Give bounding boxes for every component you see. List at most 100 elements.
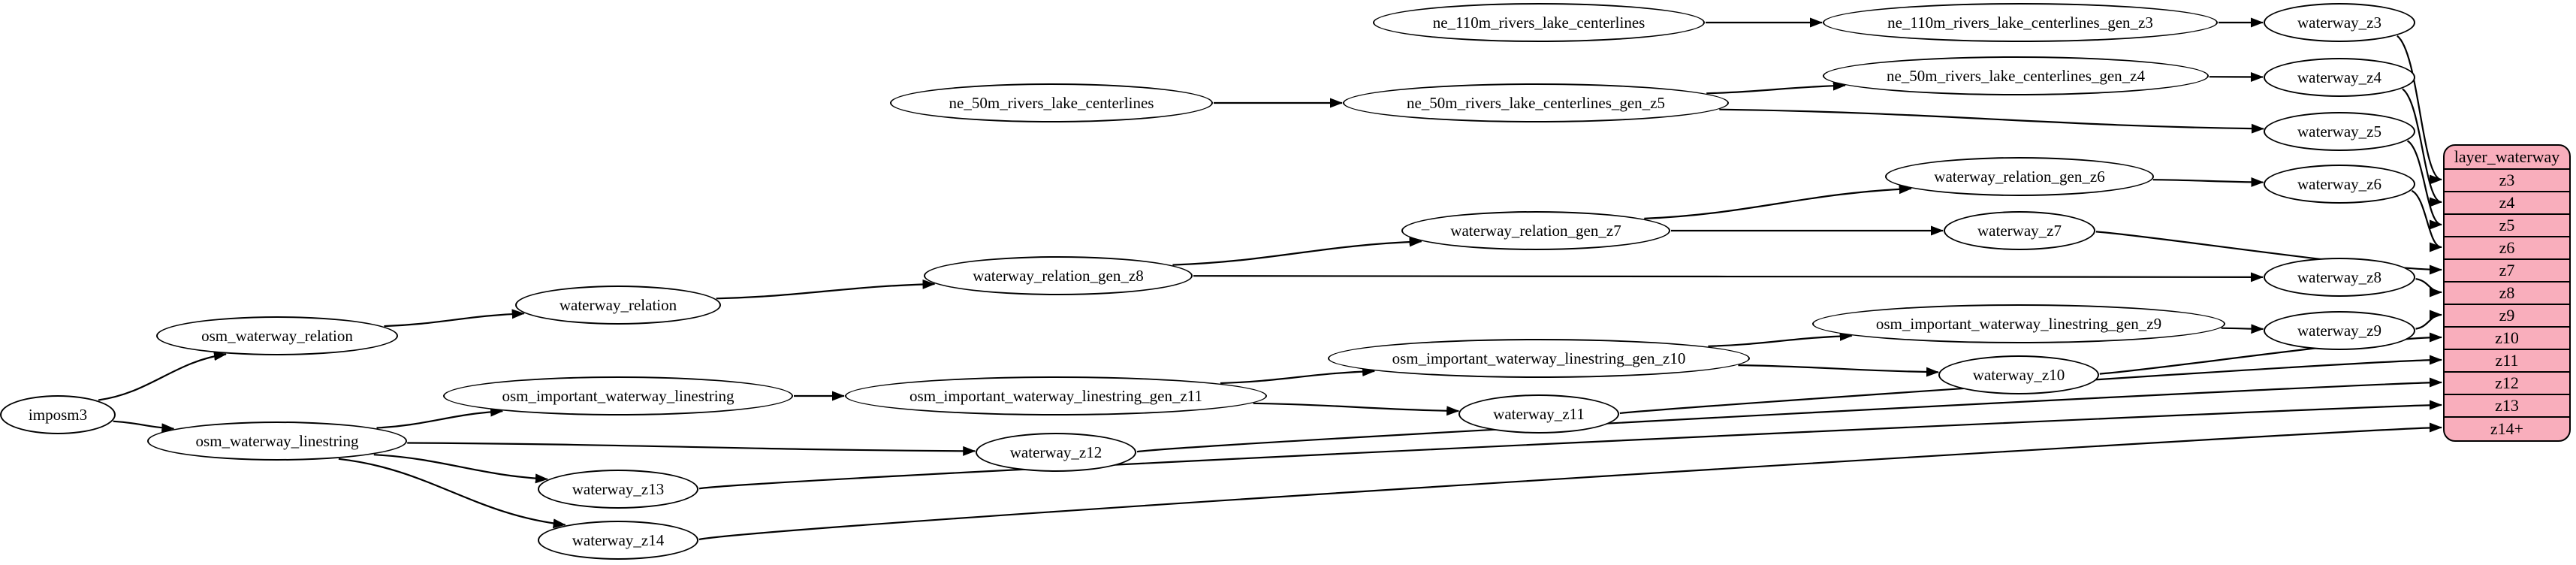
node-label: osm_important_waterway_linestring_gen_z9 — [1875, 314, 2162, 333]
node-label: ne_50m_rivers_lake_centerlines — [949, 93, 1154, 112]
node-label: imposm3 — [28, 405, 88, 424]
node-label: osm_important_waterway_linestring_gen_z1… — [1392, 349, 1686, 367]
edge-imposm3-to-osm_waterway_linestring — [113, 420, 175, 434]
node-label: ne_110m_rivers_lake_centerlines_gen_z3 — [1887, 13, 2153, 32]
node-osm_important_waterway_linestring_gen_z10: osm_important_waterway_linestring_gen_z1… — [1328, 339, 1750, 378]
node-ne_50m_rivers_lake_centerlines: ne_50m_rivers_lake_centerlines — [890, 83, 1213, 122]
node-imposm3: imposm3 — [0, 395, 116, 434]
node-waterway_relation: waterway_relation — [515, 286, 721, 325]
edge-osm_waterway_linestring-to-waterway_z12 — [407, 442, 976, 456]
node-waterway_z4: waterway_z4 — [2264, 58, 2415, 97]
edge-ne_50m_rivers_lake_centerlines_gen_z5-to-waterway_z5 — [1719, 108, 2264, 134]
table-row-z5: z5 — [2445, 215, 2569, 237]
node-label: waterway_z13 — [572, 479, 665, 498]
node-waterway_z12: waterway_z12 — [976, 433, 1136, 472]
node-label: ne_50m_rivers_lake_centerlines_gen_z4 — [1886, 66, 2146, 85]
node-label: waterway_relation — [559, 295, 677, 314]
edge-waterway_z13-to-layer_waterway-z13 — [698, 400, 2442, 490]
node-waterway_relation_gen_z7: waterway_relation_gen_z7 — [1401, 211, 1670, 250]
edge-waterway_z12-to-layer_waterway-z12 — [1136, 377, 2442, 453]
node-label: osm_waterway_relation — [201, 326, 353, 345]
table-row-z11: z11 — [2445, 350, 2569, 373]
node-waterway_z14: waterway_z14 — [538, 521, 698, 560]
edge-osm_important_waterway_linestring_gen_z11-to-waterway_z11 — [1253, 402, 1460, 416]
node-ne_50m_rivers_lake_centerlines_gen_z5: ne_50m_rivers_lake_centerlines_gen_z5 — [1343, 83, 1729, 122]
node-waterway_z8: waterway_z8 — [2264, 258, 2415, 297]
node-waterway_z3: waterway_z3 — [2264, 3, 2415, 42]
node-ne_50m_rivers_lake_centerlines_gen_z4: ne_50m_rivers_lake_centerlines_gen_z4 — [1823, 56, 2209, 95]
node-label: waterway_z12 — [1009, 443, 1102, 461]
edge-waterway_relation_gen_z8-to-waterway_relation_gen_z7 — [1172, 237, 1422, 266]
table-row-z7: z7 — [2445, 260, 2569, 282]
node-label: ne_50m_rivers_lake_centerlines_gen_z5 — [1406, 93, 1666, 112]
node-waterway_z6: waterway_z6 — [2264, 165, 2415, 204]
node-osm_waterway_linestring: osm_waterway_linestring — [147, 421, 407, 461]
edge-osm_waterway_linestring-to-waterway_z13 — [373, 454, 548, 484]
edge-waterway_z3-to-layer_waterway-z3 — [2397, 35, 2442, 185]
node-ne_110m_rivers_lake_centerlines: ne_110m_rivers_lake_centerlines — [1373, 3, 1705, 42]
node-waterway_z11: waterway_z11 — [1458, 394, 1619, 434]
edge-osm_waterway_linestring-to-osm_important_waterway_linestring — [376, 406, 504, 429]
node-label: waterway_z3 — [2297, 13, 2381, 32]
edge-osm_waterway_linestring-to-waterway_z14 — [338, 458, 566, 529]
node-label: ne_110m_rivers_lake_centerlines — [1432, 13, 1645, 32]
node-label: waterway_z14 — [572, 530, 665, 549]
edge-osm_important_waterway_linestring_gen_z10-to-waterway_z10 — [1738, 364, 1939, 377]
node-label: waterway_z10 — [1972, 365, 2065, 384]
edge-waterway_z9-to-layer_waterway-z9 — [2415, 310, 2442, 330]
node-waterway_relation_gen_z8: waterway_relation_gen_z8 — [924, 256, 1193, 295]
table-row-z4: z4 — [2445, 192, 2569, 215]
node-osm_important_waterway_linestring: osm_important_waterway_linestring — [443, 376, 793, 415]
edge-waterway_relation-to-waterway_relation_gen_z8 — [716, 279, 936, 300]
table-row-z8: z8 — [2445, 282, 2569, 305]
edge-waterway_relation_gen_z8-to-waterway_z8 — [1193, 272, 2264, 282]
node-label: waterway_z8 — [2297, 267, 2381, 286]
table-row-z12: z12 — [2445, 373, 2569, 395]
edge-waterway_z14-to-layer_waterway-z14+ — [698, 422, 2442, 541]
table-row-z10: z10 — [2445, 328, 2569, 350]
node-waterway_z7: waterway_z7 — [1944, 211, 2095, 250]
table-row-z6: z6 — [2445, 237, 2569, 260]
node-label: waterway_z4 — [2297, 68, 2381, 86]
edge-waterway_relation_gen_z7-to-waterway_relation_gen_z6 — [1644, 184, 1912, 219]
node-osm_important_waterway_linestring_gen_z11: osm_important_waterway_linestring_gen_z1… — [845, 376, 1267, 415]
edge-imposm3-to-osm_waterway_relation — [98, 351, 227, 401]
node-osm_important_waterway_linestring_gen_z9: osm_important_waterway_linestring_gen_z9 — [1812, 304, 2225, 343]
edge-waterway_z6-to-layer_waterway-z6 — [2411, 189, 2442, 252]
node-label: osm_important_waterway_linestring — [502, 386, 734, 405]
node-label: waterway_z11 — [1493, 404, 1585, 423]
table-row-z9: z9 — [2445, 305, 2569, 328]
edge-waterway_z8-to-layer_waterway-z8 — [2415, 278, 2442, 298]
edge-waterway_z4-to-layer_waterway-z4 — [2402, 88, 2442, 207]
edge-osm_waterway_relation-to-waterway_relation — [384, 309, 525, 328]
node-label: waterway_z9 — [2297, 321, 2381, 340]
table-row-z14+: z14+ — [2490, 419, 2524, 438]
table-row-z13: z13 — [2445, 395, 2569, 418]
node-label: osm_important_waterway_linestring_gen_z1… — [909, 386, 1202, 405]
node-label: waterway_relation_gen_z7 — [1450, 221, 1621, 240]
node-waterway_relation_gen_z6: waterway_relation_gen_z6 — [1885, 157, 2154, 196]
node-label: waterway_relation_gen_z6 — [1934, 167, 2105, 186]
edge-ne_50m_rivers_lake_centerlines_gen_z5-to-ne_50m_rivers_lake_centerlines_gen_z4 — [1706, 80, 1846, 95]
edge-waterway_z5-to-layer_waterway-z5 — [2406, 140, 2442, 230]
node-waterway_z10: waterway_z10 — [1938, 355, 2099, 394]
node-label: osm_waterway_linestring — [195, 431, 359, 450]
edge-osm_important_waterway_linestring_gen_z10-to-osm_important_waterway_linestring_gen_z9 — [1708, 331, 1853, 347]
table-title: layer_waterway — [2445, 146, 2569, 170]
node-waterway_z9: waterway_z9 — [2264, 311, 2415, 350]
node-ne_110m_rivers_lake_centerlines_gen_z3: ne_110m_rivers_lake_centerlines_gen_z3 — [1823, 3, 2218, 42]
node-label: waterway_relation_gen_z8 — [973, 266, 1144, 285]
table-row-z3: z3 — [2445, 170, 2569, 192]
node-label: waterway_z6 — [2297, 174, 2381, 193]
node-waterway_z13: waterway_z13 — [538, 470, 698, 509]
node-osm_waterway_relation: osm_waterway_relation — [156, 316, 398, 355]
node-waterway_z5: waterway_z5 — [2264, 112, 2415, 151]
node-label: waterway_z7 — [1977, 221, 2062, 240]
node-label: waterway_z5 — [2297, 122, 2381, 140]
edge-osm_important_waterway_linestring_gen_z11-to-osm_important_waterway_linestring_gen_z10 — [1220, 366, 1376, 385]
edge-osm_important_waterway_linestring_gen_z9-to-waterway_z9 — [2221, 324, 2264, 334]
